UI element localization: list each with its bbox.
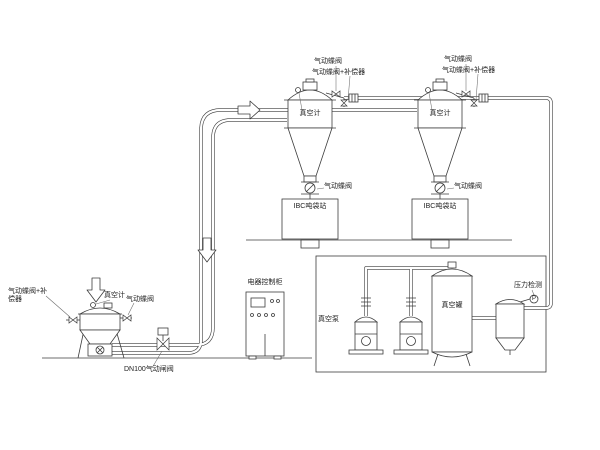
pump-base	[348, 349, 384, 355]
feeder-valve-compensator-label: 气动蝶阀+补偿器	[8, 288, 48, 304]
cabinet-foot	[273, 355, 282, 360]
feeder-lid-dome	[78, 307, 122, 315]
feeder-cone	[79, 329, 121, 345]
leader	[127, 302, 135, 316]
cabinet-display	[250, 297, 266, 308]
leader	[475, 73, 479, 101]
flow-right-arrow-icon	[237, 100, 261, 120]
vacuum-gauge-symbol	[90, 302, 96, 308]
vacuum-pump-label: 真空泵	[318, 316, 339, 323]
pipe-core	[112, 118, 287, 347]
receiver-a-discharge-valve-label: 气动蝶阀	[324, 183, 352, 190]
pump-head	[353, 316, 379, 323]
separator-cone	[495, 337, 525, 351]
pipe-core	[364, 266, 452, 316]
pressure-gauge-letter: P	[531, 295, 536, 302]
pump-base	[393, 349, 429, 355]
leader	[95, 299, 111, 305]
pump-motor-circle	[406, 336, 416, 346]
vacuum-pump-unit-1	[348, 297, 384, 355]
pipe-core	[112, 108, 417, 355]
leader	[347, 75, 351, 101]
tank-shell	[431, 275, 473, 353]
tank-top-port	[447, 261, 457, 269]
control-cabinet	[245, 291, 285, 360]
feeder-station	[66, 302, 132, 359]
feeder-vacuum-gauge-label: 真空计	[104, 292, 125, 299]
pump-motor-circle	[361, 336, 371, 346]
material-feed-arrow-icon	[86, 277, 106, 303]
receiver-b-vacuum-gauge-label: 真空计	[429, 110, 451, 117]
control-cabinet-label: 电器控制柜	[247, 279, 283, 286]
valve-actuator	[157, 327, 169, 336]
leader	[45, 295, 71, 318]
separator-dome	[494, 299, 526, 305]
tank-bottom-dome	[431, 351, 473, 358]
leader	[428, 92, 433, 111]
receiver-b-stand-label: IBC吨袋站	[423, 203, 457, 210]
rotary-valve-symbol	[95, 345, 105, 355]
feeder-butterfly-valve-label: 气动蝶阀	[126, 296, 154, 303]
indicator-light	[264, 313, 268, 317]
flex-connector	[361, 297, 371, 307]
vacuum-pump-unit-2	[393, 297, 429, 355]
feeder-lid-fitting	[103, 302, 113, 309]
receiver-b-top-valve-label: 气动蝶阀	[444, 56, 472, 63]
pipes	[112, 96, 553, 355]
butterfly-valve-symbol	[68, 316, 78, 324]
leader	[298, 92, 303, 111]
receiver-unit-b	[411, 78, 489, 249]
receiver-a-compensator-label: 气动蝶阀+补偿器	[312, 69, 366, 76]
receiver-b-discharge-valve-label: 气动蝶阀	[454, 183, 482, 190]
butterfly-valve-symbol	[122, 314, 132, 322]
indicator-light	[276, 299, 280, 303]
flow-down-arrow-icon	[197, 237, 217, 263]
receiver-a-vacuum-gauge-label: 真空计	[299, 110, 321, 117]
leader-lines	[45, 64, 535, 369]
leader	[151, 350, 163, 369]
leader	[531, 289, 535, 296]
rotary-valve-cross	[96, 346, 104, 354]
receiver-b-compensator-label: 气动蝶阀+补偿器	[442, 67, 496, 74]
tank-legs	[433, 353, 471, 367]
cabinet-foot	[248, 355, 257, 360]
indicator-light	[270, 299, 274, 303]
gate-valve-bowtie	[156, 337, 170, 351]
receiver-a-stand-label: IBC吨袋站	[293, 203, 327, 210]
pump-head	[398, 316, 424, 323]
indicator-light	[250, 313, 254, 317]
receiver-unit-a	[281, 78, 359, 249]
gate-valve-label: DN100气动闸阀	[124, 366, 174, 373]
indicator-light	[271, 313, 275, 317]
receiver-a-top-valve-label: 气动蝶阀	[314, 58, 342, 65]
leader	[316, 187, 325, 190]
separator-body	[495, 303, 525, 339]
pressure-detection-label: 压力检测	[514, 282, 542, 289]
leader	[446, 187, 455, 190]
flex-connector	[406, 297, 416, 307]
indicator-light	[257, 313, 261, 317]
vacuum-tank	[430, 261, 474, 367]
tank-top-dome	[430, 268, 474, 277]
pipe-core	[344, 96, 553, 310]
gauge-stem	[519, 298, 531, 303]
gate-valve-dn100-symbol	[156, 327, 170, 351]
feeder-body	[79, 313, 121, 331]
inline-separator	[494, 294, 539, 355]
pump-room-outline	[315, 255, 547, 373]
vacuum-tank-label: 真空罐	[441, 302, 463, 309]
